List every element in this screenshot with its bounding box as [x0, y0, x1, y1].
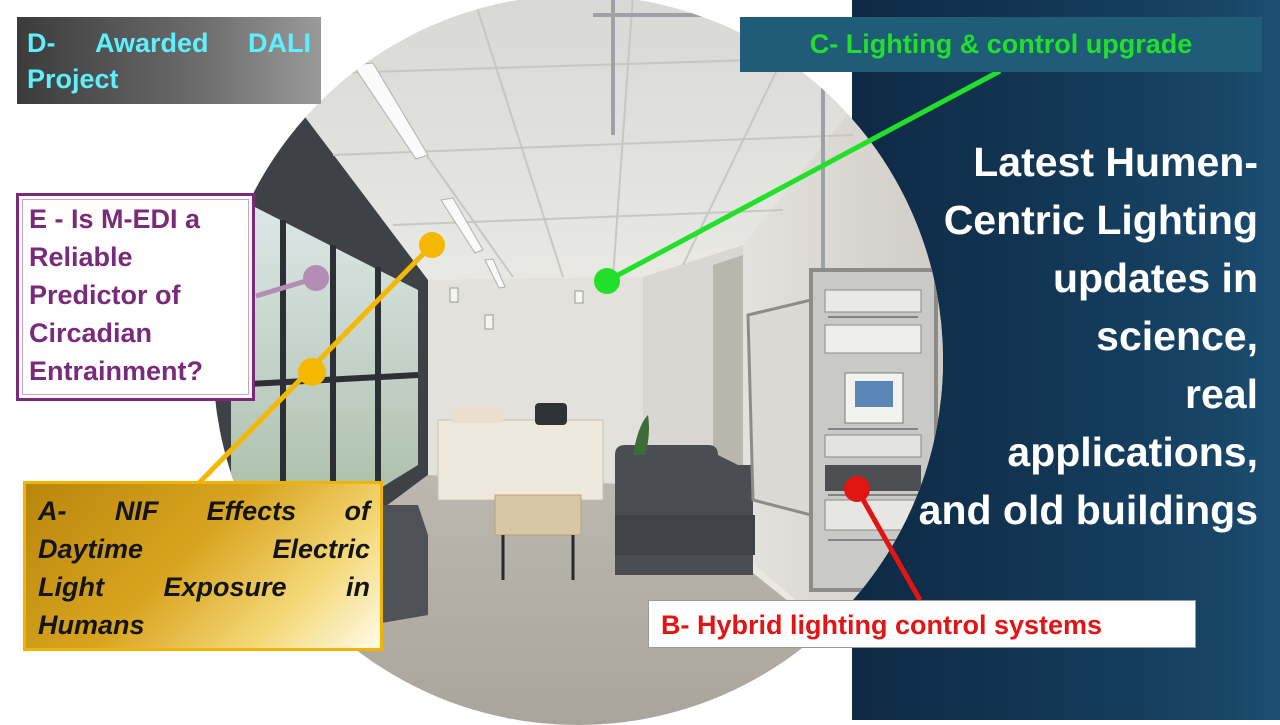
- callout-a-word: Humans: [38, 610, 145, 640]
- callout-e-line: Reliable: [29, 242, 133, 272]
- callout-b-hybrid-control: B- Hybrid lighting control systems: [648, 600, 1196, 648]
- callout-e-line: Entrainment?: [29, 356, 204, 386]
- headline-line: updates in: [1052, 255, 1258, 301]
- callout-a-word: A-: [38, 496, 67, 526]
- callout-a-nif-effects: A- NIF Effects of Daytime Electric Light…: [23, 481, 383, 651]
- callout-a-line: A- NIF Effects of: [38, 492, 370, 530]
- callout-a-word: Daytime: [38, 534, 144, 564]
- callout-c-lighting-control-upgrade: C- Lighting & control upgrade: [740, 17, 1262, 72]
- callout-e-line: E - Is M-EDI a: [29, 204, 201, 234]
- callout-e-line: Predictor of: [29, 280, 181, 310]
- callout-a-word: NIF: [114, 496, 159, 526]
- headline-line: Centric Lighting: [943, 197, 1258, 243]
- callout-a-line: Daytime Electric: [38, 530, 370, 568]
- callout-a-word: of: [344, 496, 370, 526]
- callout-d-word: D-: [27, 28, 56, 58]
- headline-line: and old buildings: [918, 487, 1258, 533]
- callout-e-m-edi-question: E - Is M-EDI a Reliable Predictor of Cir…: [16, 193, 255, 401]
- callout-a-word: Effects: [206, 496, 297, 526]
- callout-a-word: Electric: [272, 534, 370, 564]
- callout-a-word: Exposure: [163, 572, 287, 602]
- callout-d-line-2: Project: [27, 64, 119, 94]
- callout-d-word: DALI: [247, 28, 311, 58]
- callout-a-line: Humans: [38, 606, 370, 644]
- headline-line: applications,: [1007, 429, 1258, 475]
- callout-d-dali-project: D- Awarded DALI Project: [17, 17, 321, 104]
- headline-text: Latest Humen- Centric Lighting updates i…: [870, 133, 1258, 539]
- callout-e-line: Circadian: [29, 318, 153, 348]
- callout-d-word: Awarded: [94, 28, 209, 58]
- callout-a-word: in: [346, 572, 370, 602]
- headline-line: Latest Humen-: [973, 139, 1258, 185]
- callout-a-line: Light Exposure in: [38, 568, 370, 606]
- headline-line: real: [1185, 371, 1258, 417]
- callout-a-word: Light: [38, 572, 104, 602]
- headline-line: science,: [1096, 313, 1258, 359]
- callout-d-line-1: D- Awarded DALI: [27, 25, 311, 61]
